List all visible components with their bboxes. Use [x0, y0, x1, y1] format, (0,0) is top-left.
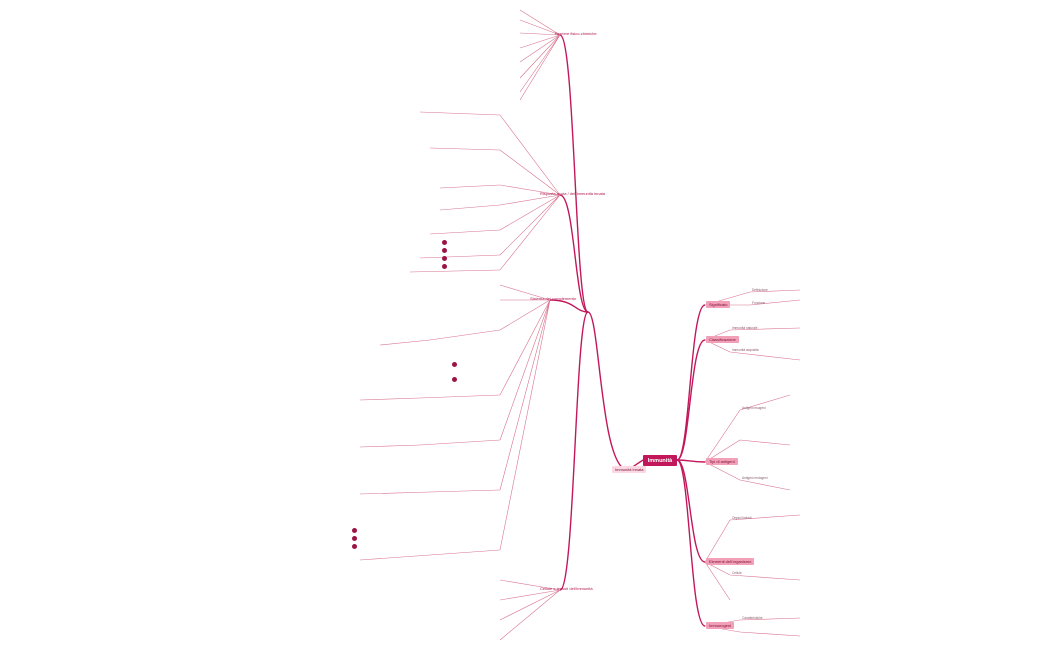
node-antigeni-esogeni[interactable]: Antigeni esogeni — [742, 406, 766, 410]
node-organi-linfoidi[interactable]: Organi linfoidi — [732, 516, 752, 520]
marker-dot — [352, 528, 357, 533]
topic-significato[interactable]: Significato — [706, 301, 731, 308]
topic-tipi-antigeni[interactable]: Tipi di antigeni — [706, 458, 738, 465]
node-definizione[interactable]: Definizione — [752, 288, 768, 292]
topic-immunita-innata[interactable]: Immunità innata — [612, 466, 647, 473]
central-topic[interactable]: Immunità — [643, 455, 677, 466]
marker-dot — [442, 248, 447, 253]
hub-risposta-acuta[interactable]: Risposta acuta / dell'immunità innata — [540, 191, 606, 196]
topic-classificazione[interactable]: Classificazione — [706, 336, 739, 343]
marker-dot — [452, 377, 457, 382]
topic-immunogeni[interactable]: Immunogeni — [706, 622, 735, 629]
topic-elementi-organismo[interactable]: Elementi dell'organismo — [706, 558, 755, 565]
node-immunita-naturale[interactable]: Immunità naturale — [732, 326, 758, 330]
hub-complemento[interactable]: Sistema del complemento — [530, 296, 577, 301]
marker-dot — [442, 240, 447, 245]
node-antigeni-endogeni[interactable]: Antigeni endogeni — [742, 476, 768, 480]
marker-dot — [442, 264, 447, 269]
node-funzione[interactable]: Funzione — [752, 301, 766, 305]
marker-dot — [452, 362, 457, 367]
hub-cellule-tessuti[interactable]: Cellule e tessuti dell'immunità — [540, 586, 593, 591]
hub-barriere[interactable]: Barriere fisico-chimiche — [555, 31, 597, 36]
marker-dot — [352, 544, 357, 549]
node-cellule[interactable]: Cellule — [732, 571, 742, 575]
marker-dot — [442, 256, 447, 261]
marker-dot — [352, 536, 357, 541]
node-immunita-acquisita[interactable]: Immunità acquisita — [732, 348, 759, 352]
node-caratteristiche[interactable]: Caratteristiche — [742, 616, 763, 620]
